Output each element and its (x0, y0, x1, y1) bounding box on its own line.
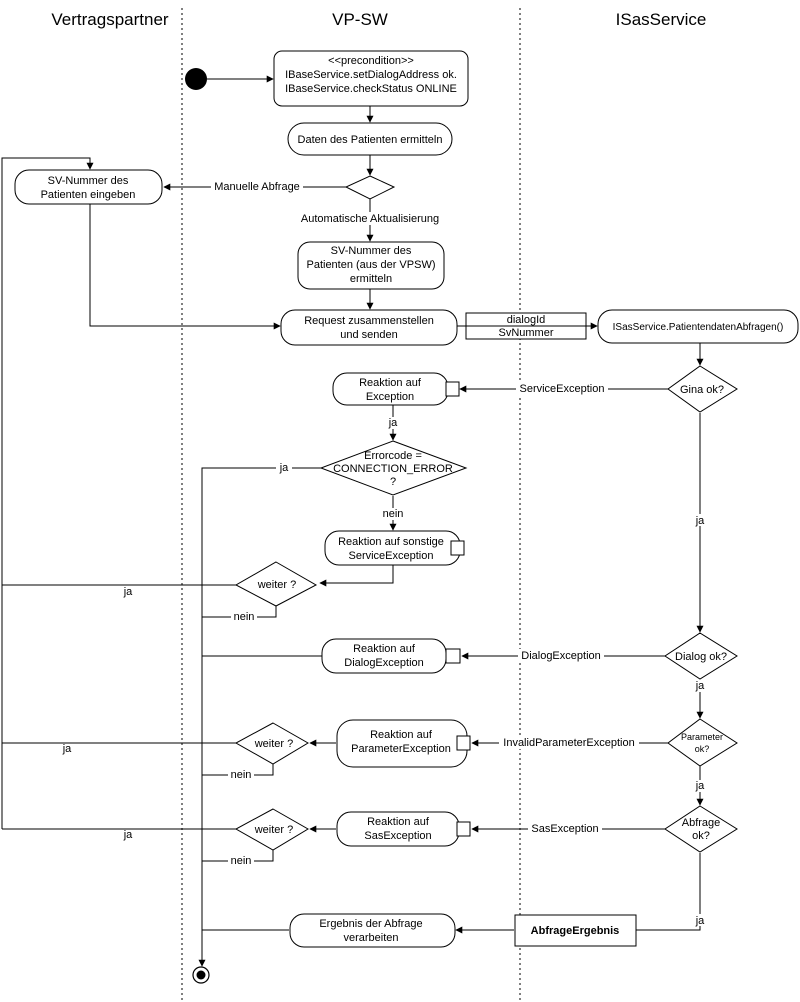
final-node (192, 966, 210, 984)
daten-ermitteln-label: Daten des Patienten ermitteln (298, 134, 443, 146)
precondition-line-2: IBaseService.setDialogAddress ok. (285, 69, 457, 81)
decision-abfrage-ok: Abfrage ok? (664, 805, 738, 853)
request-senden-action: Request zusammenstellen und senden (280, 309, 458, 346)
reaktion-parameter-action: Reaktion auf ParameterException (336, 719, 471, 768)
weiter-1-label: weiter ? (257, 579, 297, 591)
abfragen-label: ISasService.PatientendatenAbfragen() (613, 322, 784, 333)
gina-ok-label: Gina ok? (680, 384, 724, 396)
reaktion-parameter-line-2: ParameterException (351, 743, 451, 755)
daten-ermitteln-action: Daten des Patienten ermitteln (287, 122, 453, 156)
edge-label-ja: ja (695, 780, 705, 792)
reaktion-sonstige-line-2: ServiceException (349, 550, 434, 562)
precondition-action: <<precondition>> IBaseService.setDialogA… (273, 50, 469, 107)
reaktion-dialog-action: Reaktion auf DialogException (321, 638, 461, 674)
ergebnis-line-1: Ergebnis der Abfrage (319, 918, 422, 930)
edge-label-invalid-parameter-exception: InvalidParameterException (503, 737, 634, 749)
abfrage-ok-line-1: Abfrage (682, 817, 721, 829)
reaktion-sonstige-line-1: Reaktion auf sonstige (338, 536, 444, 548)
request-line-2: und senden (340, 329, 398, 341)
decision-gina-ok: Gina ok? (667, 365, 738, 413)
edge-label-nein: nein (234, 611, 255, 623)
errorcode-line-3: ? (390, 476, 396, 488)
ergebnis-verarbeiten-action: Ergebnis der Abfrage verarbeiten (289, 913, 456, 948)
reaktion-dialog-line-2: DialogException (344, 657, 424, 669)
edge-label-manuelle-abfrage: Manuelle Abfrage (214, 181, 300, 193)
lane-header-isasservice: ISasService (616, 10, 707, 29)
param-sv-nummer: SvNummer (498, 327, 553, 339)
sv-ermitteln-line-1: SV-Nummer des (331, 245, 412, 257)
weiter-3-label: weiter ? (254, 824, 294, 836)
reaktion-sonstige-action: Reaktion auf sonstige ServiceException (324, 530, 465, 566)
edge-label-ja: ja (388, 417, 398, 429)
reaktion-exception-line-1: Reaktion auf (359, 377, 422, 389)
edge-label-dialog-exception: DialogException (521, 650, 601, 662)
lane-header-vp-sw: VP-SW (332, 10, 388, 29)
edge-label-sas-exception: SasException (531, 823, 598, 835)
sv-ermitteln-line-2: Patienten (aus der VPSW) (306, 259, 435, 271)
dialog-ok-label: Dialog ok? (675, 651, 727, 663)
lane-header-vertragspartner: Vertragspartner (51, 10, 169, 29)
decision-abfrageart (344, 175, 396, 200)
edge-label-service-exception: ServiceException (520, 383, 605, 395)
abfrage-ergebnis-label: AbfrageErgebnis (531, 925, 620, 937)
errorcode-line-1: Errorcode = (364, 450, 422, 462)
sv-nummer-eingeben-action: SV-Nummer des Patienten eingeben (14, 169, 163, 205)
precondition-line-1: <<precondition>> (328, 55, 414, 67)
decision-weiter-1: weiter ? (234, 561, 318, 607)
patientendaten-abfragen-action: ISasService.PatientendatenAbfragen() (597, 309, 799, 344)
edge-label-ja: ja (695, 915, 705, 927)
reaktion-exception-line-2: Exception (366, 391, 414, 403)
reaktion-dialog-line-1: Reaktion auf (353, 643, 416, 655)
ergebnis-line-2: verarbeiten (343, 932, 398, 944)
request-parameters-object: dialogId SvNummer (465, 312, 587, 340)
sv-ermitteln-line-3: ermitteln (350, 273, 392, 285)
decision-weiter-3: weiter ? (234, 808, 309, 851)
abfrage-ok-line-2: ok? (692, 830, 710, 842)
edge-label-ja: ja (695, 515, 705, 527)
decision-parameter-ok: Parameter ok? (667, 718, 738, 767)
decision-dialog-ok: Dialog ok? (664, 632, 738, 680)
edge-label-ja: ja (279, 462, 289, 474)
edge-label-nein: nein (231, 769, 252, 781)
parameter-ok-line-2: ok? (695, 744, 710, 754)
errorcode-line-2: CONNECTION_ERROR (333, 463, 453, 475)
edge-label-ja: ja (62, 743, 72, 755)
edge-label-nein: nein (231, 855, 252, 867)
decision-weiter-2: weiter ? (234, 722, 309, 765)
edge-label-ja: ja (123, 586, 133, 598)
decision-errorcode: Errorcode = CONNECTION_ERROR ? (319, 440, 468, 496)
edge-label-ja: ja (123, 829, 133, 841)
abfrage-ergebnis-object: AbfrageErgebnis (514, 914, 637, 947)
edge-label-automatische-aktualisierung: Automatische Aktualisierung (301, 213, 439, 225)
sv-eingeben-line-1: SV-Nummer des (48, 175, 129, 187)
parameter-ok-line-1: Parameter (681, 732, 723, 742)
sv-eingeben-line-2: Patienten eingeben (41, 189, 136, 201)
edge-labels: Manuelle Abfrage Automatische Aktualisie… (62, 180, 707, 927)
sv-nummer-ermitteln-action: SV-Nummer des Patienten (aus der VPSW) e… (297, 241, 445, 290)
reaktion-sas-line-1: Reaktion auf (367, 816, 430, 828)
reaktion-sas-action: Reaktion auf SasException (336, 811, 471, 847)
edge-label-nein: nein (383, 508, 404, 520)
weiter-2-label: weiter ? (254, 738, 294, 750)
reaktion-exception-action: Reaktion auf Exception (332, 372, 460, 406)
param-dialog-id: dialogId (507, 314, 546, 326)
precondition-line-3: IBaseService.checkStatus ONLINE (285, 83, 457, 95)
reaktion-parameter-line-1: Reaktion auf (370, 729, 433, 741)
request-line-1: Request zusammenstellen (304, 315, 434, 327)
edge-label-ja: ja (695, 680, 705, 692)
reaktion-sas-line-2: SasException (364, 830, 431, 842)
start-node (185, 68, 207, 90)
